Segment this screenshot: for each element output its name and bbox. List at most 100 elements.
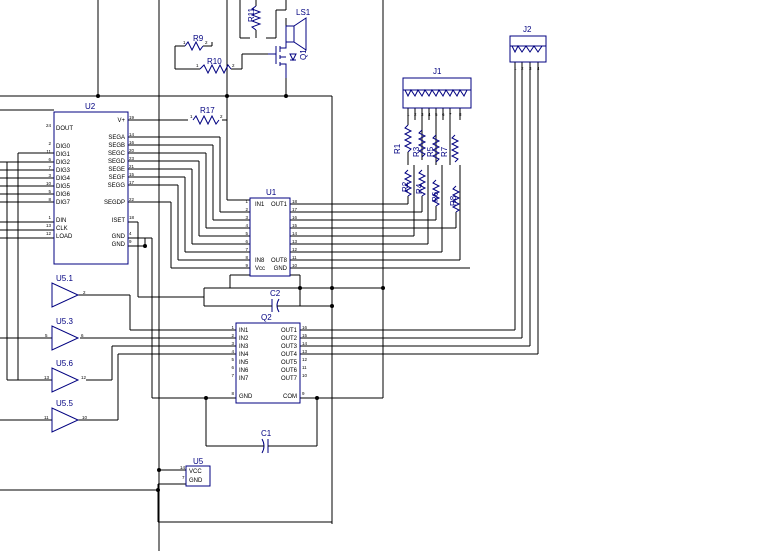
u5-gnd-label: GND: [189, 478, 203, 484]
j1-pin-num: 5: [435, 112, 438, 117]
j2-pin-num: 4: [537, 66, 540, 71]
u1-left-pin-label: IN8: [255, 258, 265, 264]
q2-left-pin-label: IN5: [239, 360, 249, 366]
gate-u5-1-ref: U5.1: [56, 274, 73, 283]
u2-left-pin-label: DIG5: [56, 184, 71, 190]
u2-left-pin-num: 7: [48, 165, 51, 170]
u1-right-pin-num: 15: [292, 223, 298, 228]
r17-pin1: 1: [190, 114, 193, 119]
u2-right-pin-num: 4: [129, 231, 132, 236]
u1-left-pin-num: 4: [245, 223, 248, 228]
u5-power-block: U5 VCC GND 14 7: [180, 457, 211, 487]
u2-left-pin-label: DIG4: [56, 176, 71, 182]
u1-left-pin-num: 1: [245, 199, 248, 204]
u1-left-pin-num: 7: [245, 247, 248, 252]
q1-transistor: Q1: [268, 42, 308, 78]
u2-left-pin-num: 5: [48, 189, 51, 194]
gate-u5-6: U5.6 13 12: [44, 359, 87, 393]
r17-ref: R17: [200, 106, 215, 115]
r2-ref: R2: [401, 181, 410, 192]
q2-right-pin-num: 12: [302, 357, 308, 362]
u2-right-pin-label: SEGD: [108, 159, 126, 165]
c1-capacitor: C1: [258, 429, 272, 454]
u2-left-pin-num: 2: [48, 141, 51, 146]
u2-ref: U2: [85, 102, 96, 111]
q2-right-pin-label: OUT6: [281, 368, 298, 374]
ls1-buzzer: LS1: [285, 8, 311, 51]
gate-u5-5-ref: U5.5: [56, 399, 73, 408]
u2-left-pin-label: DIG2: [56, 160, 71, 166]
u2-right-pin-num: 20: [129, 148, 135, 153]
r6-ref: R6: [431, 191, 440, 202]
c2-capacitor: C2: [268, 289, 282, 313]
u2-left-pin-label: DIG0: [56, 144, 71, 150]
q2-left-pin-label: IN4: [239, 352, 249, 358]
gate-u5-5: U5.5 11 10: [44, 399, 88, 433]
q2-left-pin-label: IN1: [239, 328, 249, 334]
q2-ref: Q2: [261, 313, 272, 322]
q2-left-pin-num: 4: [231, 349, 234, 354]
u2-left-pin-num: 6: [48, 157, 51, 162]
u2-left-pin-num: 10: [46, 181, 52, 186]
u2-left-pin-label: DOUT: [56, 126, 73, 132]
u2-right-pin-label: GND: [112, 242, 126, 248]
j2-ref: J2: [523, 25, 532, 34]
u2-left-pin-num: 13: [46, 223, 52, 228]
u2-left-pin-label: LOAD: [56, 234, 73, 240]
j2-pin-num: 1: [514, 66, 517, 71]
u2-right-pin-num: 16: [129, 140, 135, 145]
r9-pin2: 2: [205, 40, 208, 45]
gate-u5-6-out-num: 12: [81, 375, 87, 380]
u1-right-pin-num: 14: [292, 231, 298, 236]
u2-left-pin-num: 12: [46, 231, 52, 236]
j1-pin-num: 2: [414, 112, 417, 117]
u2-left-pin-label: DIN: [56, 218, 66, 224]
u1-left-pin-num: 2: [245, 207, 248, 212]
u2-left-pin-num: 24: [46, 123, 52, 128]
r9-ref: R9: [193, 34, 204, 43]
q2-right-pin-num: 14: [302, 341, 308, 346]
r9-pin1: 1: [183, 40, 186, 45]
ls1-ref: LS1: [296, 8, 311, 17]
j1-pin-num: 7: [449, 112, 452, 117]
u1-right-pin-num: 18: [292, 199, 298, 204]
gate-u5-1: U5.1 2: [51, 274, 86, 308]
u1-right-pin-label: GND: [274, 266, 288, 272]
gate-u5-1-out-num: 2: [83, 290, 86, 295]
q2-left-pin-num: 8: [231, 391, 234, 396]
q2-left-pin-label: IN2: [239, 336, 249, 342]
u2-right-pin-label: SEGA: [108, 135, 125, 141]
q2-right-pin-num: 11: [302, 365, 307, 370]
q2-left-pin-label: IN7: [239, 376, 249, 382]
q2-right-pin-label: OUT7: [281, 376, 298, 382]
gate-u5-6-in-num: 13: [44, 375, 50, 380]
u1-right-pin-num: 12: [292, 247, 298, 252]
q2-right-pin-label: COM: [283, 394, 297, 400]
u1-left-pin-num: 5: [245, 231, 248, 236]
q2-right-pin-label: OUT5: [281, 360, 298, 366]
r9-resistor: R9 1 2: [183, 34, 208, 52]
u5-gnd-num: 7: [182, 475, 185, 480]
u2-right-pin-label: SEGG: [108, 183, 126, 189]
j1-pin-num: 4: [428, 112, 431, 117]
u2-right-pin-num: 19: [129, 115, 135, 120]
u2-right-pin-label: SEGC: [108, 151, 126, 157]
u2-right-pin-num: 21: [129, 164, 135, 169]
r10-ref: R10: [207, 57, 222, 66]
u1-right-pin-num: 17: [292, 207, 298, 212]
u2-left-pin-label: DIG6: [56, 192, 71, 198]
wires: [0, 0, 539, 551]
r11-resistor: R11: [247, 0, 262, 38]
r8-ref: R8: [449, 195, 458, 206]
j1-pin-num: 3: [421, 112, 424, 117]
u2-left-pin-label: DIG1: [56, 152, 71, 158]
u1-right-pin-num: 13: [292, 239, 298, 244]
r17-resistor: R17 1 2: [190, 106, 223, 126]
j2-pin-num: 3: [529, 66, 532, 71]
q1-ref: Q1: [299, 49, 308, 60]
u2-left-pin-num: 3: [48, 173, 51, 178]
